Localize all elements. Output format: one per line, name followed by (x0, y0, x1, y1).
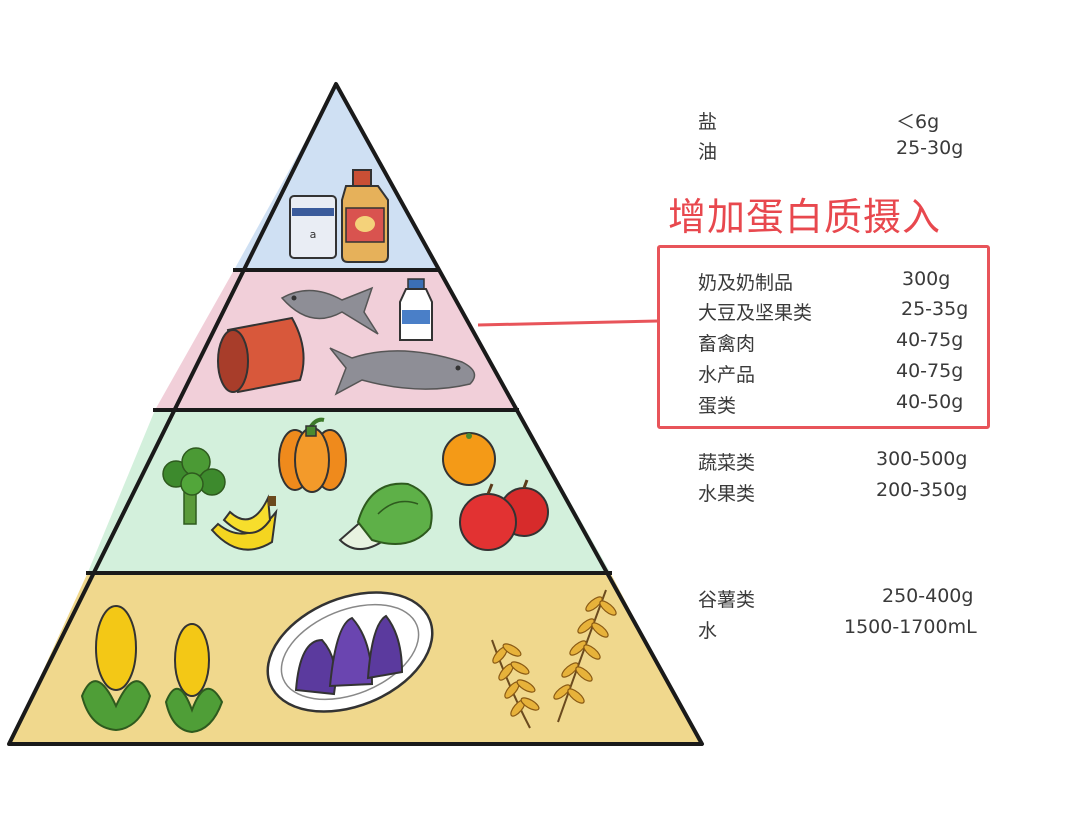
item-amount: 40-75g (896, 329, 964, 351)
list-item: 水果类 200-350g (698, 479, 967, 506)
item-name: 盐 (698, 111, 718, 133)
item-amount: 40-50g (896, 391, 964, 413)
item-name: 蛋类 (698, 395, 737, 417)
highlight-box (657, 245, 990, 429)
wheat-icon (491, 589, 617, 729)
list-item: 盐 ＜6g (698, 107, 939, 134)
item-amount: 300-500g (876, 448, 968, 470)
list-item: 奶及奶制品 300g (698, 268, 950, 295)
broccoli-icon (162, 447, 226, 525)
pumpkin-icon (278, 417, 347, 493)
item-name: 水 (698, 620, 718, 642)
highlight-connector (477, 319, 659, 327)
list-item: 油 25-30g (698, 137, 963, 164)
item-name: 油 (698, 141, 718, 163)
fish-icon (329, 347, 476, 396)
milk-bottle-icon (399, 278, 433, 341)
salt-bag-icon: a (289, 195, 337, 259)
item-amount: 40-75g (896, 360, 964, 382)
ham-icon (217, 316, 305, 394)
purple-sweet-potato-icon (266, 591, 434, 713)
item-amount: 300g (902, 268, 951, 290)
item-amount: ＜6g (896, 111, 940, 133)
list-item: 畜禽肉 40-75g (698, 329, 963, 356)
list-item: 水 1500-1700mL (698, 616, 977, 643)
item-name: 奶及奶制品 (698, 272, 794, 294)
highlight-title: 增加蛋白质摄入 (668, 195, 942, 239)
list-item: 谷薯类 250-400g (698, 585, 973, 612)
list-item: 大豆及坚果类 25-35g (698, 298, 968, 325)
item-name: 畜禽肉 (698, 333, 756, 355)
item-amount: 25-35g (901, 298, 969, 320)
item-name: 谷薯类 (698, 589, 756, 611)
list-item: 水产品 40-75g (698, 360, 963, 387)
list-item: 蛋类 40-50g (698, 391, 963, 418)
item-amount: 1500-1700mL (844, 616, 977, 638)
oil-bottle-icon (341, 169, 389, 263)
item-name: 大豆及坚果类 (698, 302, 813, 324)
cabbage-icon (338, 482, 433, 550)
orange-icon (442, 432, 496, 486)
corn-icon (164, 623, 224, 734)
list-item: 蔬菜类 300-500g (698, 448, 967, 475)
item-amount: 200-350g (876, 479, 968, 501)
svg-text:a: a (310, 228, 317, 241)
fish-icon (280, 286, 379, 335)
item-amount: 250-400g (882, 585, 974, 607)
item-name: 水产品 (698, 364, 756, 386)
item-amount: 25-30g (896, 137, 964, 159)
apple-icon (459, 479, 549, 551)
corn-icon (80, 605, 152, 732)
item-name: 水果类 (698, 483, 756, 505)
banana-icon (210, 494, 278, 551)
item-name: 蔬菜类 (698, 452, 756, 474)
